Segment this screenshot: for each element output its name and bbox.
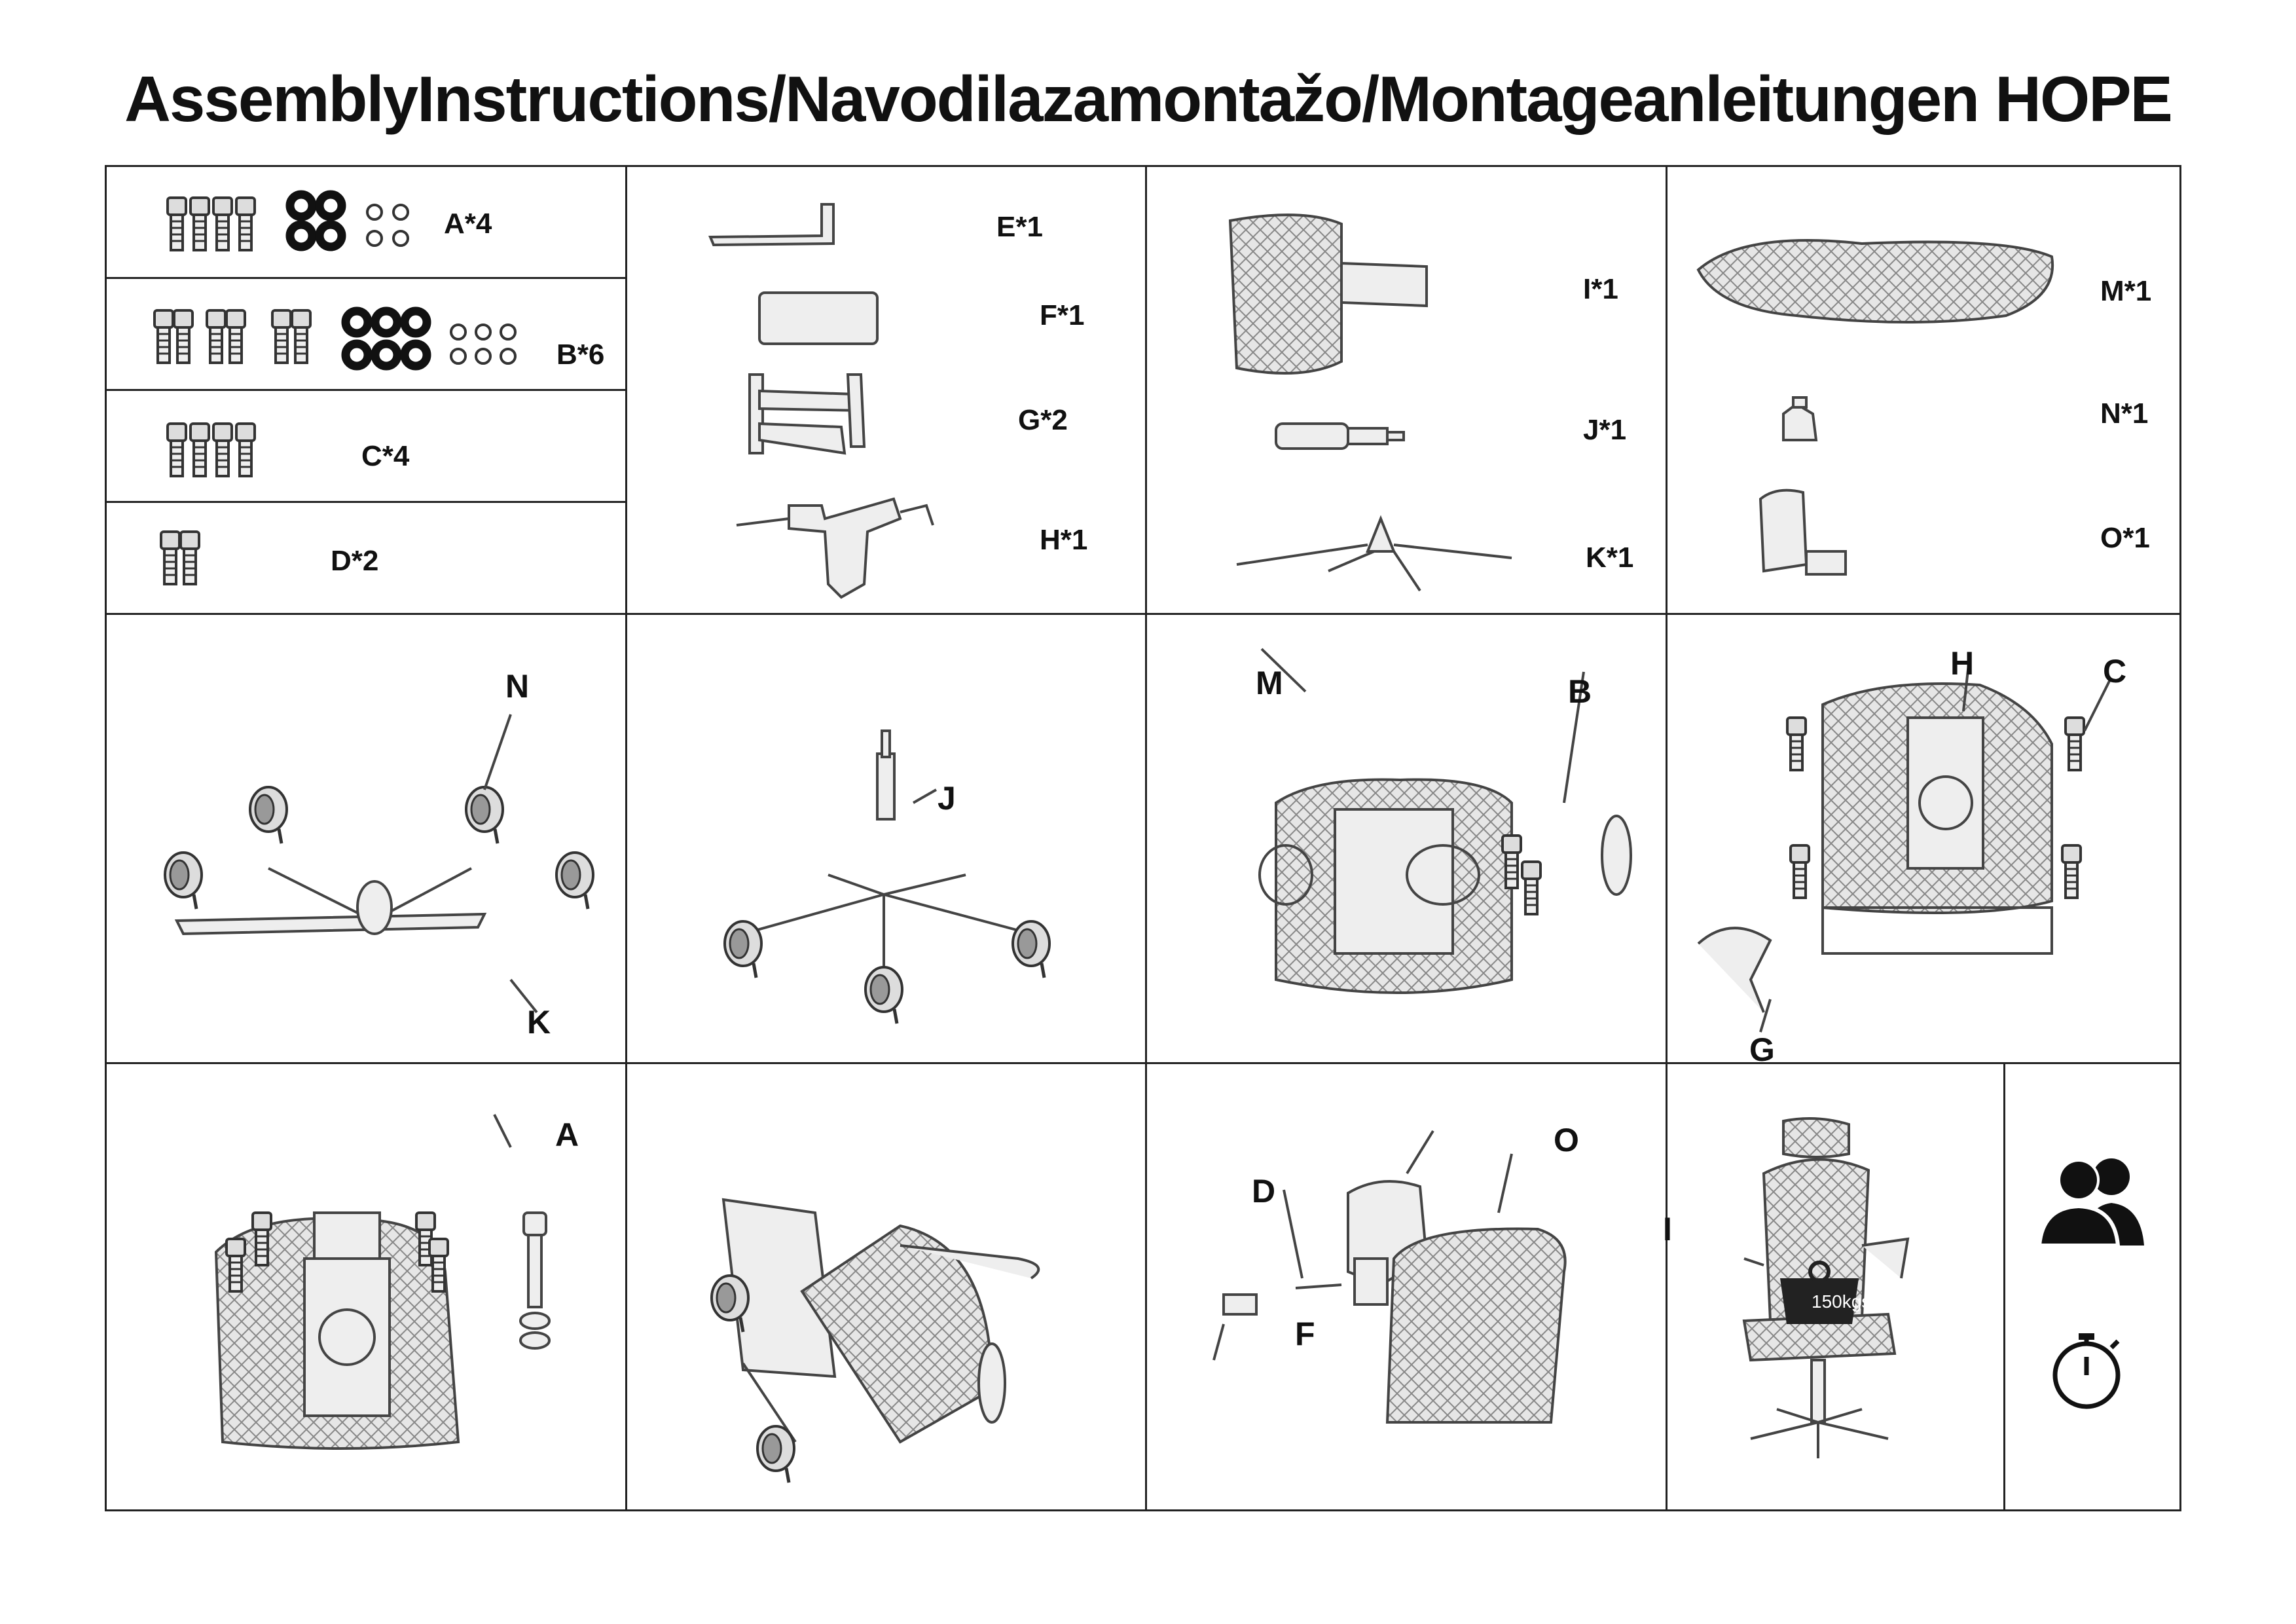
part-label-a: A*4 <box>444 208 492 240</box>
step3-label-m: M <box>1256 665 1283 701</box>
parts-e-h-illustration <box>708 203 934 599</box>
step4-label-h: H <box>1950 645 1975 682</box>
users-icon <box>2037 1158 2144 1247</box>
parts-i-k-illustration <box>1228 213 1512 592</box>
step3-illustration <box>1258 648 1632 994</box>
assembly-grid: A*4 B*6 C*4 D*2 E*1 F*1 G*2 H*1 <box>105 165 2181 1511</box>
step7-label-f: F <box>1295 1316 1315 1352</box>
gas-lift-j <box>1275 422 1405 450</box>
part-label-h: H*1 <box>1040 524 1088 556</box>
grid-line <box>2003 1062 2005 1511</box>
part-label-m: M*1 <box>2100 275 2152 307</box>
cover-f <box>758 291 879 345</box>
part-label-d: D*2 <box>331 545 379 577</box>
step7-label-d: D <box>1252 1173 1276 1209</box>
step1-illustration <box>105 714 625 1014</box>
grid-line <box>1666 165 1667 1511</box>
part-label-k: K*1 <box>1586 542 1634 574</box>
parts-m-o-illustration <box>1696 239 2054 576</box>
step7-label-o: O <box>1554 1122 1579 1158</box>
step5-label-a: A <box>555 1116 579 1153</box>
grid-line <box>105 165 2181 167</box>
part-label-c: C*4 <box>361 440 410 472</box>
part-label-o: O*1 <box>2100 522 2150 554</box>
step6-illustration <box>625 1198 1040 1511</box>
grid-line <box>105 501 625 503</box>
step7-illustration <box>1212 1130 1567 1424</box>
part-label-i: I*1 <box>1583 273 1618 305</box>
step3-label-b: B <box>1568 673 1592 710</box>
seat-m <box>1696 239 2054 323</box>
part-label-b: B*6 <box>556 339 605 371</box>
weight-label: 150kgs <box>1812 1291 1871 1312</box>
step7-label-i: I <box>1663 1211 1672 1247</box>
step4-label-g: G <box>1749 1031 1775 1068</box>
screw-a-detail <box>519 1211 551 1350</box>
finished-chair-illustration <box>1742 1117 1910 1458</box>
mechanism-h <box>736 497 934 599</box>
step5-illustration <box>214 1114 551 1450</box>
part-label-j: J*1 <box>1583 414 1627 446</box>
grid-line <box>105 389 625 391</box>
page-title: AssemblyInstructions/Navodilazamontažo/M… <box>124 63 2173 135</box>
grid-line <box>105 1509 2181 1511</box>
step1-label-k: K <box>527 1004 551 1041</box>
stopwatch-icon <box>2052 1333 2121 1409</box>
connector-n <box>1782 396 1818 441</box>
arm-bracket-g <box>748 373 866 455</box>
base-k <box>1236 515 1512 592</box>
part-label-e: E*1 <box>996 211 1043 243</box>
grid-line <box>1145 165 1147 1511</box>
headrest-bracket-o <box>1758 489 1847 576</box>
grid-line <box>625 165 627 1511</box>
part-label-f: F*1 <box>1040 299 1085 331</box>
grid-line <box>105 277 625 279</box>
step2-label-j: J <box>938 780 956 817</box>
step1-label-n: N <box>505 668 530 705</box>
step4-label-c: C <box>2103 653 2127 690</box>
step2-illustration <box>625 729 1145 1062</box>
hex-wrench-e <box>708 203 835 247</box>
grid-line <box>105 1062 2181 1064</box>
part-label-n: N*1 <box>2100 397 2149 430</box>
grid-line <box>2179 165 2181 1511</box>
backrest-i <box>1228 213 1343 375</box>
grid-line <box>105 613 2181 615</box>
grid-line <box>105 165 107 1511</box>
part-label-g: G*2 <box>1018 404 1068 436</box>
step4-illustration <box>1697 652 2112 1033</box>
